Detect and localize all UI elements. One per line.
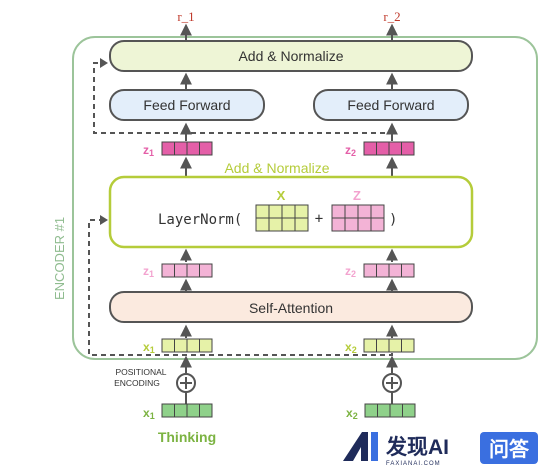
x1-bottom-label: x1 (143, 406, 155, 421)
layernorm-suffix: ) (389, 212, 397, 228)
x1-bottom-vector (161, 403, 213, 418)
residual-bottom (88, 219, 393, 356)
watermark-badge-label: 问答 (489, 437, 530, 461)
feed-forward-2-label: Feed Forward (347, 97, 434, 113)
positional-encoding-line1: POSITIONAL (115, 367, 166, 377)
layernorm-plus: + (315, 211, 323, 227)
z1-top-vector (161, 141, 213, 156)
residual-top (93, 62, 393, 134)
watermark-badge (480, 432, 538, 464)
z2-mid-label: z2 (345, 264, 356, 279)
add-normalize-top-box (109, 40, 473, 72)
positional-encoding-line2: ENCODING (114, 378, 160, 388)
x1-in-label: x1 (143, 340, 155, 355)
x2-bottom-vector (364, 403, 416, 418)
x2-in-label: x2 (345, 340, 357, 355)
watermark-domain: FAXIANAI.COM (386, 461, 441, 467)
self-attention-box (109, 291, 473, 323)
self-attention-label: Self-Attention (249, 300, 333, 316)
z1-mid-label: z1 (143, 264, 154, 279)
z2-top-label: z2 (345, 143, 356, 158)
layernorm-prefix: LayerNorm( (158, 212, 242, 228)
plus-circle-2-icon (382, 373, 402, 393)
x2-in-vector (363, 338, 415, 353)
x2-bottom-label: x2 (346, 406, 358, 421)
feed-forward-1-label: Feed Forward (143, 97, 230, 113)
add-normalize-mid-label: Add & Normalize (224, 160, 329, 176)
watermark-brand: 发现AI (385, 435, 449, 459)
watermark-logo (343, 432, 378, 461)
add-normalize-top-label: Add & Normalize (238, 48, 343, 64)
encoder-label: ENCODER #1 (52, 217, 67, 300)
x1-in-vector (161, 338, 213, 353)
encoder-box (72, 36, 538, 360)
word-thinking: Thinking (158, 429, 216, 445)
z2-top-vector (363, 141, 415, 156)
feed-forward-1-box (109, 89, 265, 121)
output-r2: r_2 (383, 9, 400, 24)
layernorm-x-matrix (255, 204, 309, 232)
z1-mid-vector (161, 263, 213, 278)
layernorm-x-label: X (277, 188, 286, 203)
plus-circle-1-icon (176, 373, 196, 393)
output-r1: r_1 (177, 9, 194, 24)
z1-top-label: z1 (143, 143, 154, 158)
layernorm-z-label: Z (353, 188, 361, 203)
z2-mid-vector (363, 263, 415, 278)
layernorm-z-matrix (331, 204, 385, 232)
feed-forward-2-box (313, 89, 469, 121)
